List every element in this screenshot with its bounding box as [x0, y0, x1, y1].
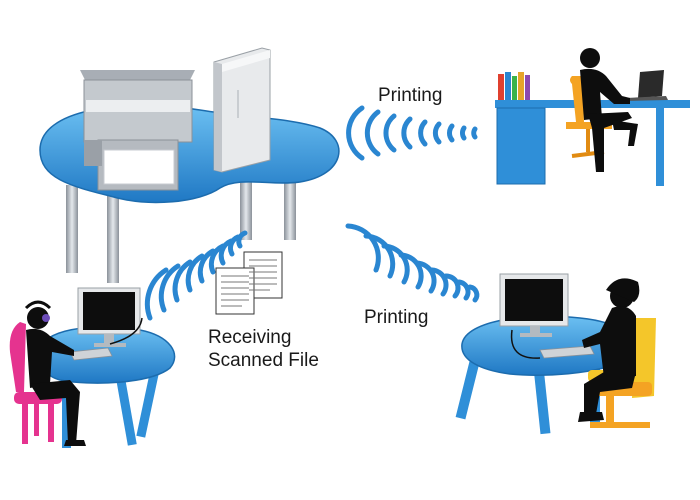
- wireless-waves-bottom-left: [144, 230, 248, 321]
- document-stack-icon: [215, 251, 283, 315]
- workstation-top-right: [495, 48, 690, 186]
- wireless-waves-bottom-right: [345, 223, 480, 303]
- workstation-bottom-right: [455, 273, 656, 435]
- computer-monitor-icon: [69, 287, 143, 361]
- wireless-waves-top-right: [346, 105, 478, 161]
- laptop-icon: [624, 70, 668, 101]
- scan-label-line2: Scanned File: [208, 350, 319, 371]
- books-icon: [498, 72, 530, 100]
- person-silhouette-icon: [24, 300, 86, 446]
- wireless-router-icon: [213, 47, 271, 173]
- workstation-bottom-left: [9, 287, 176, 448]
- printing-label-bottom: Printing: [364, 307, 429, 328]
- printer-icon: [80, 70, 195, 191]
- printing-label-top: Printing: [378, 85, 443, 106]
- person-silhouette-icon: [578, 278, 640, 422]
- receiving-scanned-file-label: Receiving Scanned File: [208, 326, 319, 372]
- person-silhouette-icon: [580, 48, 638, 172]
- scan-label-line1: Receiving: [208, 327, 292, 348]
- computer-monitor-icon: [499, 273, 595, 359]
